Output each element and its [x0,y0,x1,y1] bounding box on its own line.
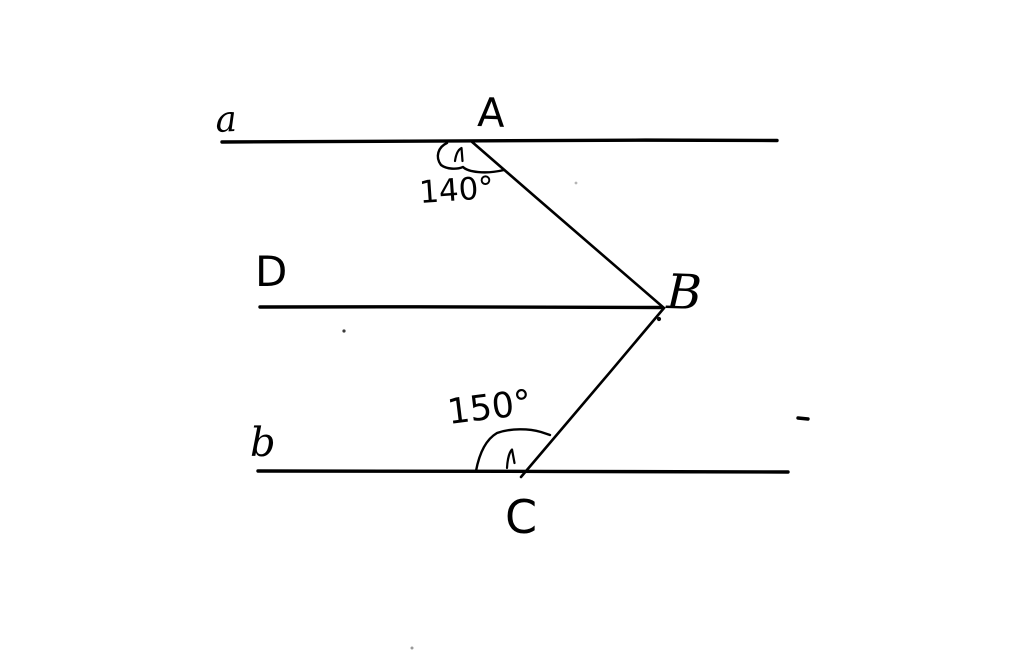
angle-A-value: 140° [418,170,495,211]
pen-speck-upper [574,181,578,185]
pen-speck-bottom [410,646,414,650]
line-d [258,305,663,310]
line-b [256,469,790,474]
angle-arc-C [474,428,552,473]
angle-tick-A [453,146,464,163]
pen-dash-right [796,416,810,421]
point-B-label: B [665,264,703,321]
segment-BC [519,306,666,479]
pen-dot-near-B [656,316,662,322]
angle-tick-C [505,448,516,470]
line-d-label: D [255,247,287,296]
segment-AB [469,139,666,310]
line-b-label: b [250,420,276,466]
angle-arc-A [436,141,506,174]
pen-speck-middle [342,329,346,333]
line-a-label: a [214,99,238,141]
line-a [220,138,779,144]
point-C-label: C [505,490,537,544]
point-A-label: A [477,90,507,137]
angle-C-value: 150° [445,383,534,433]
